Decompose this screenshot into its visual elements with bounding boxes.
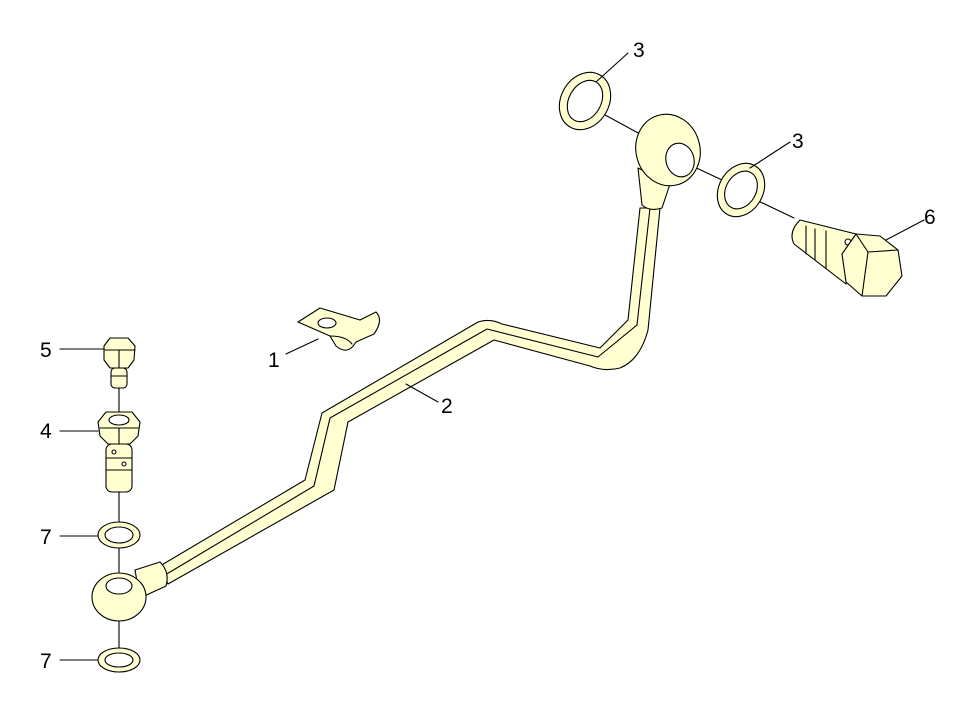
callout-4: 4	[40, 420, 52, 443]
assembly-axis-lines	[118, 109, 795, 649]
banjo-eye-upper	[635, 113, 701, 211]
banjo-screw	[97, 411, 141, 493]
callout-labels: 1 2 3 3 4 5 6 7 7	[40, 39, 936, 673]
callout-7-lower: 7	[40, 650, 52, 673]
callout-5: 5	[40, 339, 52, 362]
sealing-washer-lower-2	[97, 647, 141, 673]
callout-2: 2	[441, 395, 453, 418]
pipe-clamp	[297, 307, 381, 351]
banjo-bolt	[791, 219, 903, 297]
callout-7-upper: 7	[40, 526, 52, 549]
sealing-washer-upper	[558, 71, 612, 131]
callout-3-upper: 3	[633, 39, 645, 62]
sealing-washer-middle	[716, 162, 766, 218]
leader-lines	[59, 52, 925, 661]
callout-1: 1	[268, 349, 280, 372]
oil-pipe	[159, 207, 661, 585]
sealing-washer-lower-1	[97, 521, 141, 549]
callout-3-middle: 3	[792, 130, 804, 153]
callout-6: 6	[924, 206, 936, 229]
banjo-eye-lower	[91, 561, 168, 622]
hex-bolt	[103, 337, 136, 389]
